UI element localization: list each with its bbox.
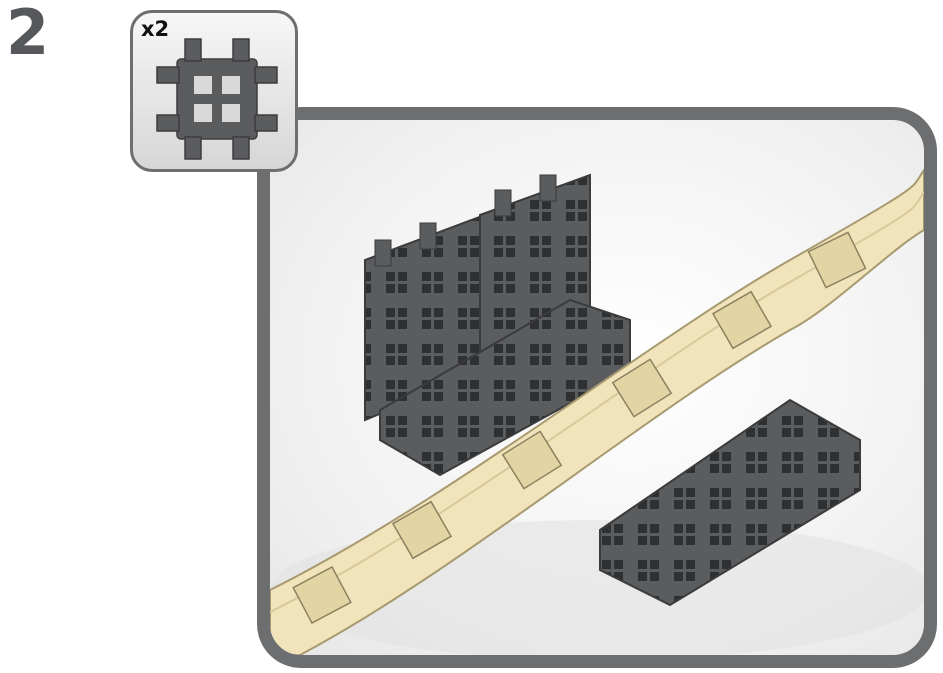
part-callout-badge: x2 [130, 10, 298, 172]
assembly-scene-frame [257, 107, 937, 668]
grid-tile-icon [147, 29, 287, 169]
step-number: 2 [6, 2, 49, 64]
assembly-illustration [270, 120, 924, 655]
